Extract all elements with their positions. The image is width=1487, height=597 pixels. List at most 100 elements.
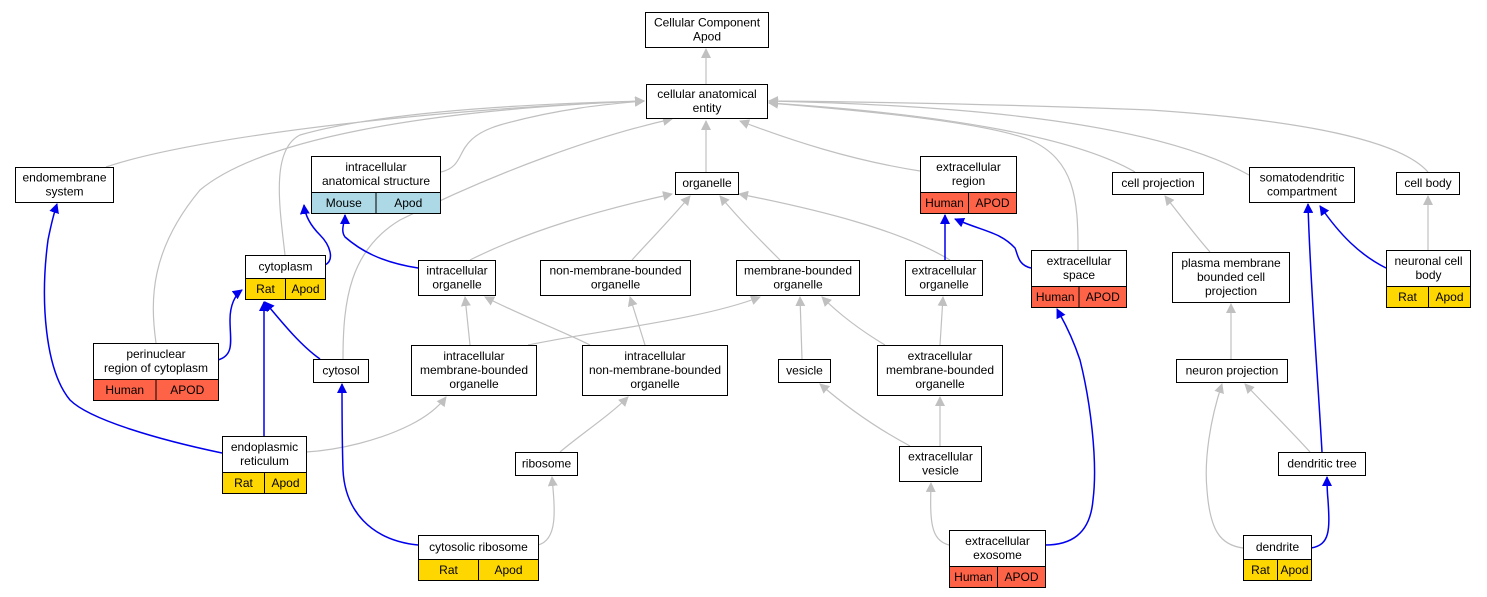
species-badge-human: [997, 566, 1046, 588]
node-label: vesicle: [786, 364, 823, 378]
node-label: entity: [693, 101, 722, 115]
edge-perinuclear-region-to-cytoplasm: [217, 289, 243, 361]
node-box: [645, 12, 769, 48]
species-badge-human: [968, 192, 1017, 214]
node-label: plasma membrane: [1181, 256, 1281, 270]
node-label: region of cytoplasm: [104, 361, 208, 375]
node-label: membrane-bounded: [420, 363, 528, 377]
node-box: [582, 345, 728, 396]
node-label: extracellular: [1047, 254, 1112, 268]
edge-intracellular-organelle-to-organelle: [469, 191, 673, 261]
node-label: neuronal cell: [1394, 254, 1462, 268]
node-label: organelle: [919, 278, 969, 292]
node-vesicle[interactable]: vesicle: [778, 359, 831, 383]
node-label: cytosolic ribosome: [429, 540, 528, 554]
species-badge-label: Rat: [234, 476, 253, 490]
node-organelle[interactable]: organelle: [675, 172, 739, 195]
edge-extracellular-space-to-cellular-anatomical-entity: [768, 98, 1079, 251]
node-label: neuron projection: [1186, 364, 1279, 378]
node-box: [1278, 452, 1366, 476]
node-label: membrane-bounded: [744, 264, 852, 278]
edge-dendrite-to-dendritic-tree: [1310, 476, 1333, 549]
node-box: [1396, 172, 1460, 195]
node-label: compartment: [1267, 185, 1338, 199]
node-box: [418, 260, 496, 296]
species-badge-label: Human: [1036, 290, 1075, 304]
edge-extracellular-vesicle-to-vesicle: [819, 383, 911, 447]
edge-plasma-membrane-bounded-cell-projection-to-cell-projection: [1164, 195, 1211, 253]
species-badge-label: Rat: [1398, 290, 1417, 304]
node-box: [778, 359, 831, 383]
species-badge-label: Rat: [439, 563, 458, 577]
edge-intracellular-membrane-bounded-organelle-to-intracellular-organelle: [460, 296, 471, 346]
edge-cell-body-to-cellular-anatomical-entity: [768, 96, 1429, 173]
node-label: Apod: [693, 30, 721, 44]
species-badge-human: [155, 379, 219, 401]
node-label: extracellular: [908, 349, 973, 363]
node-ribosome[interactable]: ribosome: [515, 452, 578, 476]
node-label: reticulum: [240, 454, 289, 468]
node-box: [877, 345, 1003, 396]
node-box: [905, 260, 983, 296]
node-label: system: [45, 185, 83, 199]
node-neuron-projection[interactable]: neuron projection: [1176, 359, 1288, 383]
node-intracellular-non-membrane-bounded-organelle[interactable]: intracellularnon-membrane-boundedorganel…: [582, 345, 728, 396]
edge-extracellular-region-to-cellular-anatomical-entity: [739, 119, 921, 172]
node-box: [646, 84, 768, 119]
edge-dendrite-to-neuron-projection: [1205, 383, 1244, 549]
node-label: perinuclear: [126, 347, 185, 361]
node-label: intracellular: [443, 349, 504, 363]
node-label: organelle: [682, 176, 732, 190]
species-badge-label: Apod: [291, 282, 319, 296]
node-box: [1112, 172, 1204, 195]
edge-somatodendritic-compartment-to-cellular-anatomical-entity: [768, 96, 1250, 176]
node-label: organelle: [449, 377, 499, 391]
species-badge-label: Apod: [494, 563, 522, 577]
node-box: [675, 172, 739, 195]
species-badge-label: Apod: [394, 196, 422, 210]
node-label: projection: [1205, 284, 1257, 298]
node-box: [515, 452, 578, 476]
edge-cytosolic-ribosome-to-ribosome: [537, 476, 558, 546]
node-cytosol[interactable]: cytosol: [313, 359, 369, 383]
node-label: anatomical structure: [322, 174, 430, 188]
node-dendritic-tree[interactable]: dendritic tree: [1278, 452, 1366, 476]
species-badge-label: Mouse: [326, 196, 362, 210]
node-label: non-membrane-bounded: [589, 363, 721, 377]
node-label: exosome: [973, 548, 1022, 562]
species-badge-label: Apod: [1280, 563, 1308, 577]
node-cell-body[interactable]: cell body: [1396, 172, 1460, 195]
node-cell-projection[interactable]: cell projection: [1112, 172, 1204, 195]
node-label: extracellular: [936, 160, 1001, 174]
species-badge-label: APOD: [975, 196, 1009, 210]
edge-perinuclear-region-to-cellular-anatomical-entity: [152, 96, 645, 344]
species-badge-rat: [478, 559, 539, 581]
edge-non-membrane-bounded-organelle-to-organelle: [631, 195, 691, 261]
node-label: cytoplasm: [258, 260, 312, 274]
node-label: extracellular: [965, 534, 1030, 548]
